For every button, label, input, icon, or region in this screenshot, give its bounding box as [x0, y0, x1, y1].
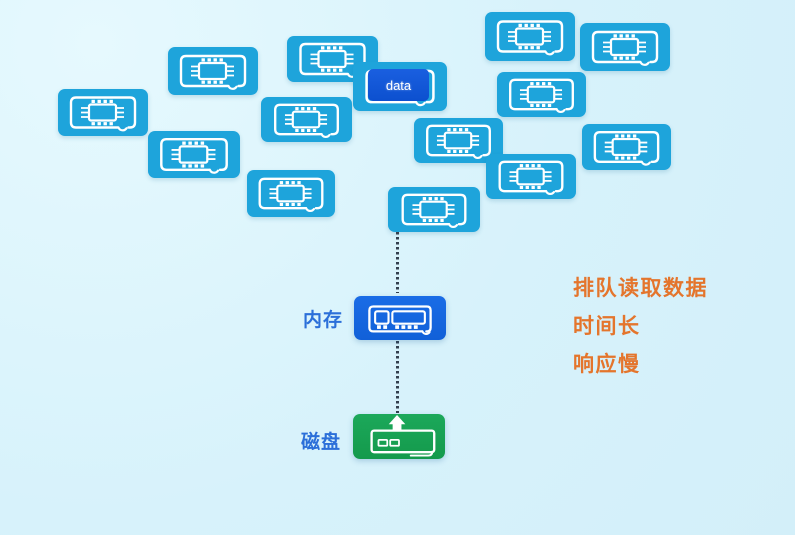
- disk-box: [353, 414, 445, 459]
- data-chip-card: [388, 187, 480, 232]
- chip-icon: [58, 89, 148, 136]
- data-chip-card: [247, 170, 335, 217]
- disk-drive-icon: [353, 414, 445, 459]
- chip-icon: [497, 72, 586, 117]
- data-chip-card: [580, 23, 670, 71]
- dotted-line-chip-to-memory: [396, 232, 399, 293]
- data-chip-card: [58, 89, 148, 136]
- data-chip-card: [497, 72, 586, 117]
- dotted-line-memory-to-disk: [396, 341, 399, 413]
- memory-label: 内存: [303, 310, 344, 331]
- chip-icon: [261, 97, 352, 142]
- disk-label: 磁盘: [301, 432, 342, 453]
- memory-box: [354, 296, 446, 340]
- chip-icon: [247, 170, 335, 217]
- chip-icon: [582, 124, 671, 170]
- annotation-line-1: 排队读取数据: [573, 277, 708, 300]
- annotation-text: 排队读取数据 时间长 响应慢: [573, 270, 708, 384]
- chip-icon: [486, 154, 576, 199]
- data-chip-card: [486, 154, 576, 199]
- data-chip-card: [485, 12, 575, 61]
- data-chip-card: [148, 131, 240, 178]
- chip-icon: [485, 12, 575, 61]
- chip-icon: [168, 47, 258, 95]
- annotation-line-3: 响应慢: [573, 353, 641, 376]
- data-badge-label: data: [385, 77, 412, 93]
- chip-icon: [580, 23, 670, 71]
- chip-icon: [148, 131, 240, 178]
- annotation-line-2: 时间长: [573, 315, 641, 338]
- data-chip-card: [582, 124, 671, 170]
- chip-icon: [388, 187, 480, 232]
- data-chip-card: [168, 47, 258, 95]
- data-chip-card: [261, 97, 352, 142]
- data-badge: data: [368, 69, 429, 101]
- ram-stick-icon: [354, 296, 446, 340]
